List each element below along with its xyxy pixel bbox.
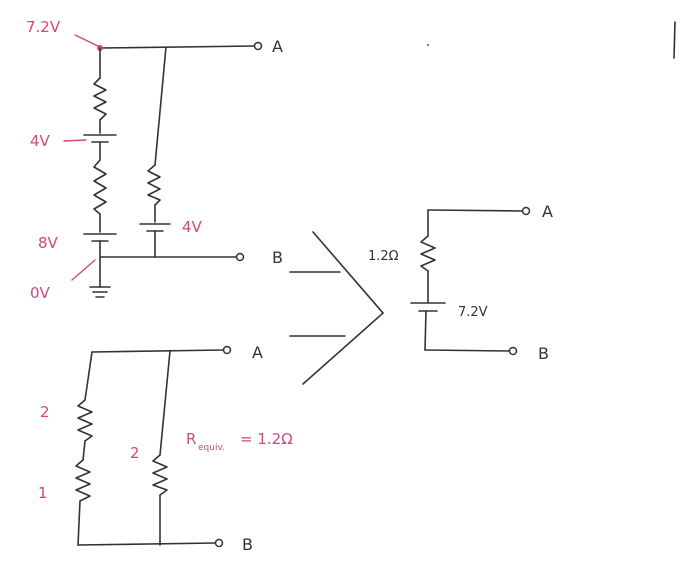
terminal-a-node [222, 345, 232, 355]
arrow-head-lower [302, 312, 384, 385]
pointer-line [71, 259, 96, 281]
req-symbol: R [186, 430, 196, 448]
terminal-a-node [253, 41, 263, 51]
voltage-label-ground: 0V [30, 284, 51, 302]
req-value: = 1.2Ω [240, 430, 293, 448]
resistor-value-right: 2 [130, 444, 140, 462]
voltage-label-mid-upper: 4V [30, 132, 51, 150]
arrow-head-upper [312, 231, 384, 314]
thevenin-voltage-label: 7.2V [458, 305, 488, 320]
top-wire [427, 209, 524, 212]
pointer-line [74, 34, 99, 47]
thevenin-resistance-label: 1.2Ω [368, 249, 399, 264]
resistor-value-top: 2 [40, 403, 50, 421]
resistor-left-upper [93, 77, 107, 121]
bottom-wire [424, 349, 511, 352]
bottom-wire [77, 542, 217, 546]
resistor-left-lower [93, 159, 107, 215]
equivalence-arrow [289, 231, 384, 385]
terminal-a-label: A [272, 37, 283, 56]
resistor-bottom-lower [75, 459, 91, 502]
resistor-bottom-right [152, 454, 168, 496]
terminal-b-node [235, 252, 245, 262]
terminal-b-label: B [272, 248, 283, 267]
terminal-b-node [214, 538, 224, 548]
req-subscript: equiv. [198, 443, 225, 453]
thevenin-circuit: A B 1.2Ω 7.2V [368, 202, 553, 363]
thevenin-terminal-b-label: B [538, 344, 549, 363]
left-wire [77, 500, 81, 546]
left-wire [84, 351, 93, 401]
terminal-a-node [521, 206, 531, 216]
bottom-circuit: A B 2 1 2 R equiv. = 1.2Ω [38, 343, 293, 554]
left-circuit: A B 7.2V 4V [26, 18, 283, 302]
right-branch-wire [154, 46, 167, 166]
left-wire [82, 440, 86, 461]
thevenin-terminal-a-label: A [542, 202, 553, 221]
thevenin-resistor [420, 235, 436, 272]
voltage-label-mid-lower: 8V [38, 234, 59, 252]
stray-dot [427, 44, 429, 46]
top-wire [99, 45, 256, 49]
terminal-b-node [508, 346, 518, 356]
resistor-value-bottom: 1 [38, 484, 48, 502]
voltage-label-top: 7.2V [26, 18, 61, 36]
top-wire [91, 349, 225, 353]
pointer-line [63, 139, 87, 142]
resistor-right [147, 164, 161, 206]
bottom-terminal-b-label: B [242, 535, 253, 554]
voltage-label-right-branch: 4V [182, 218, 203, 236]
bottom-terminal-a-label: A [252, 343, 263, 362]
left-wire [424, 310, 427, 351]
stray-pen-mark [673, 21, 676, 59]
right-wire [159, 350, 171, 456]
resistor-bottom-top [77, 399, 93, 442]
